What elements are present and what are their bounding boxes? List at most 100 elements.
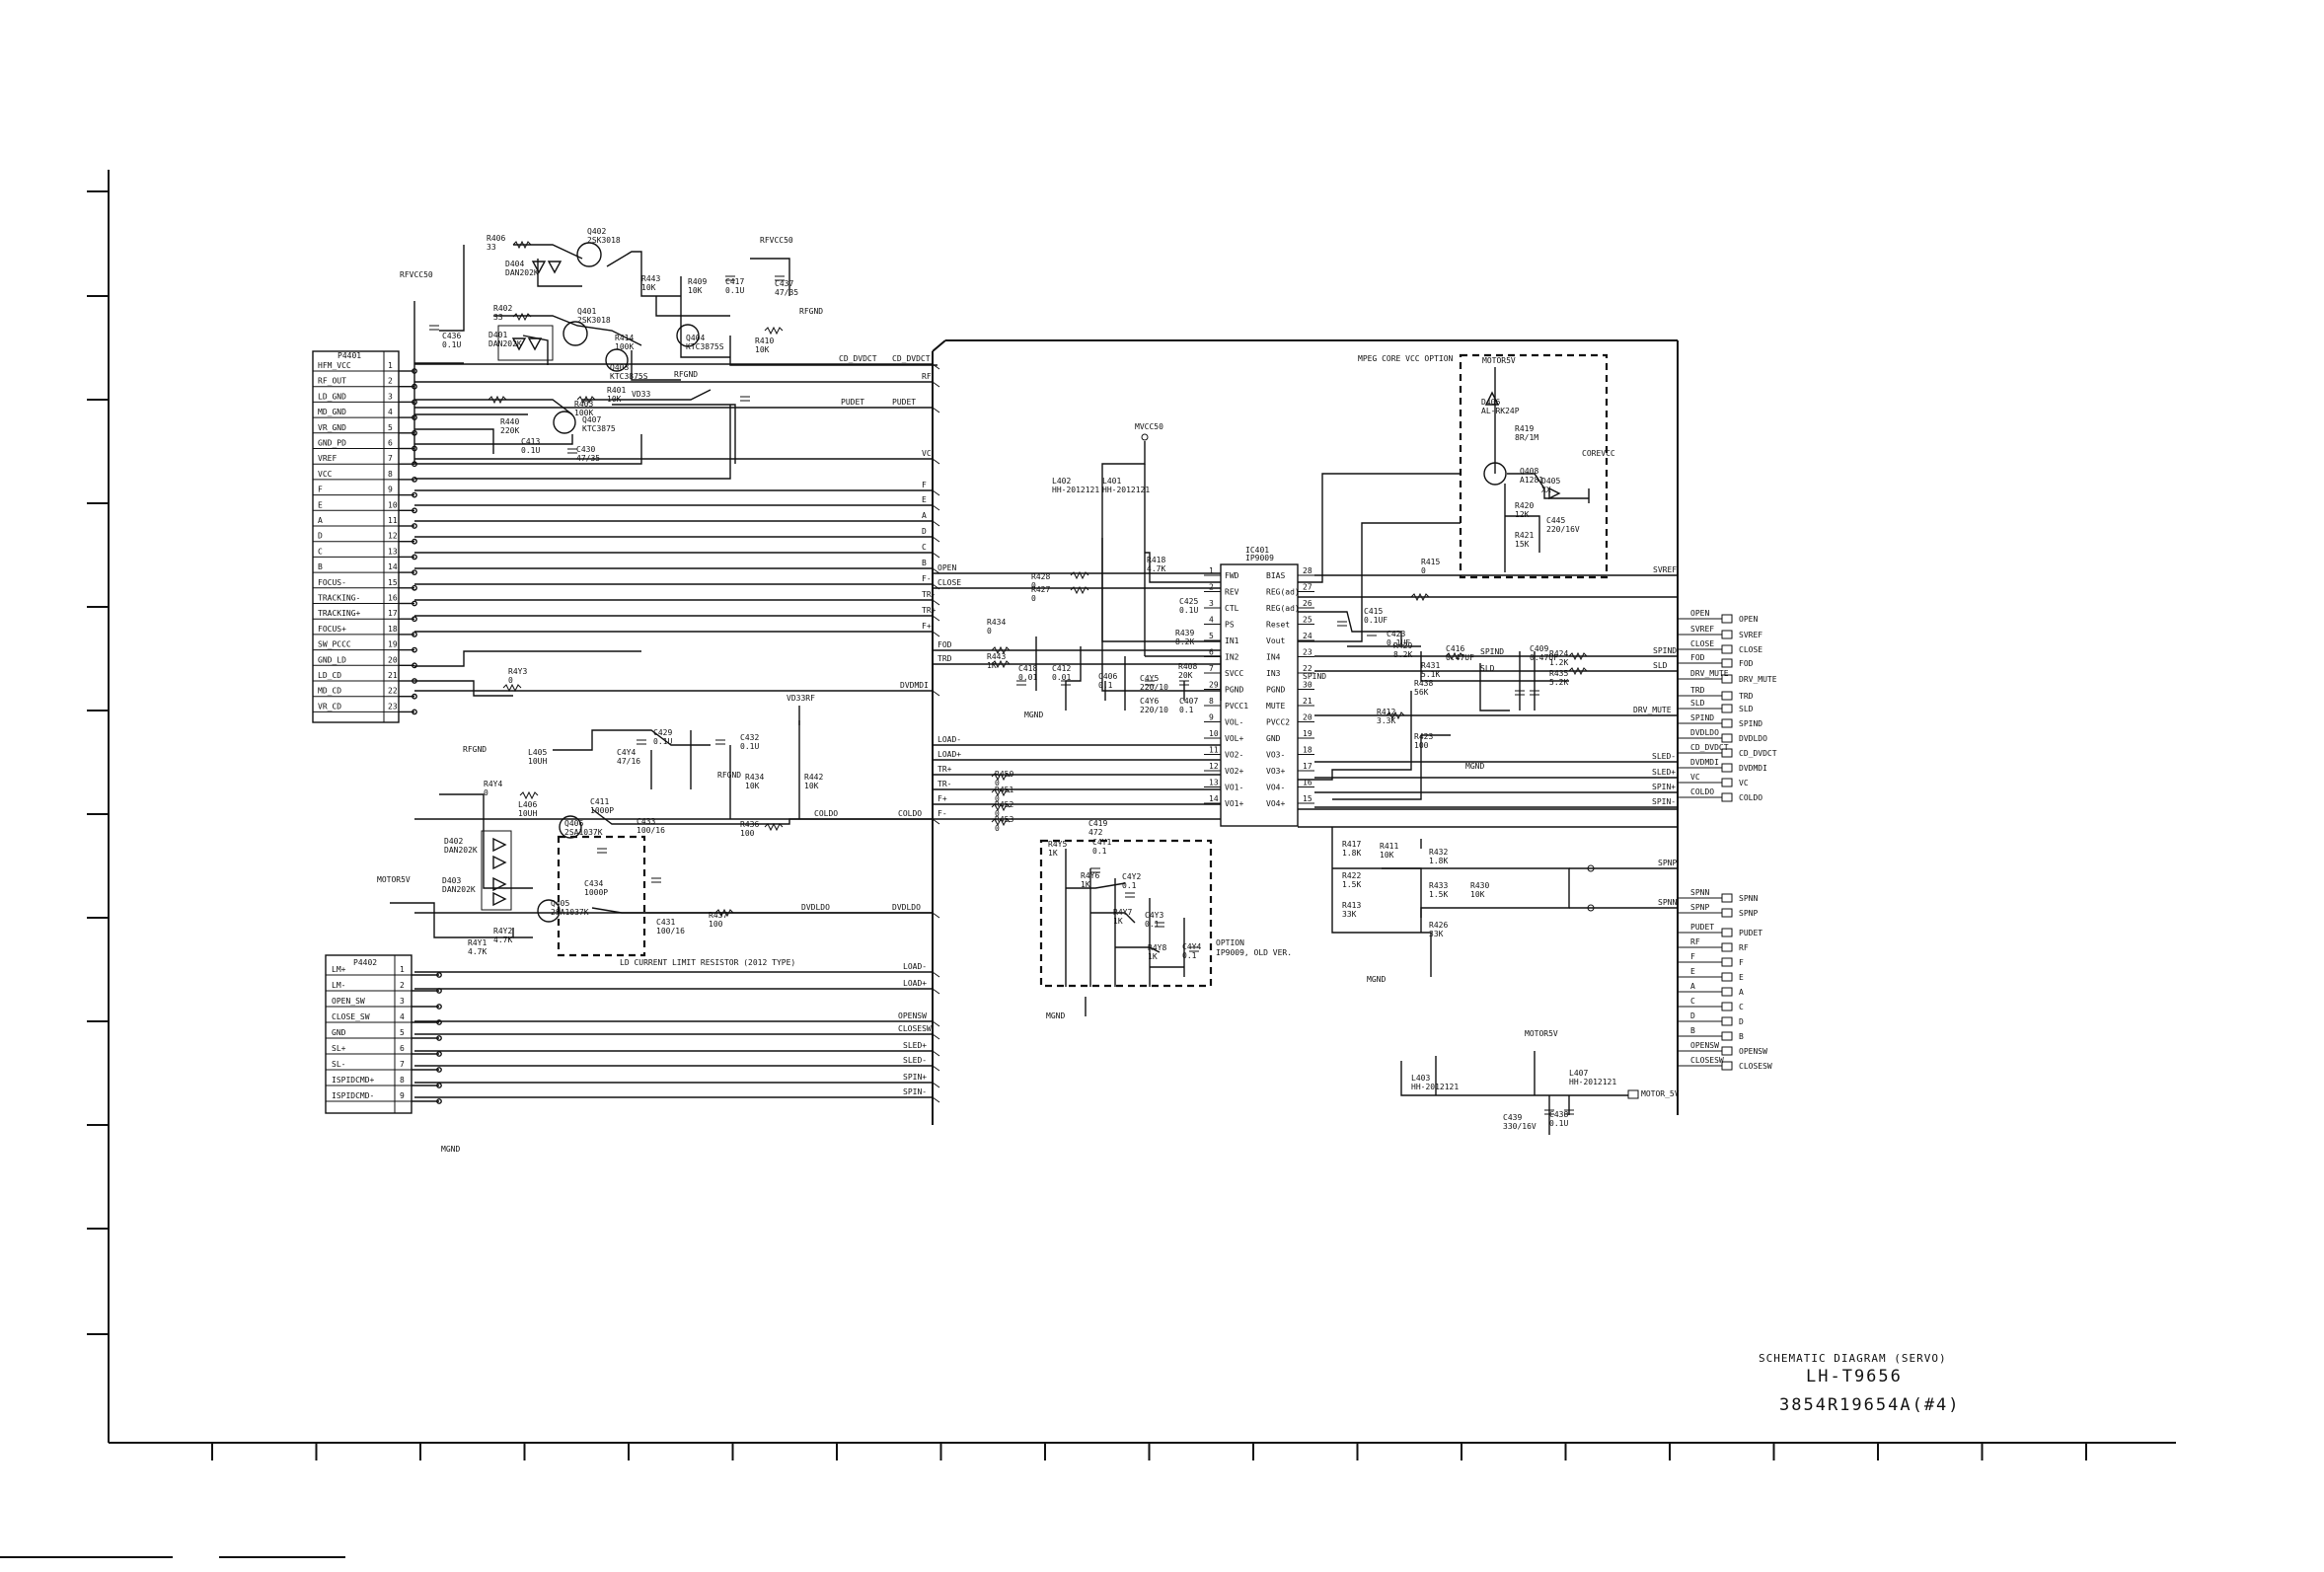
ic-right-pin-number: 23 <box>1303 648 1312 657</box>
part-value-label: 2SK3018 <box>577 316 611 325</box>
part-ref-label: Q401 <box>577 307 596 316</box>
part-ref-label: D402 <box>444 837 463 846</box>
right-connector-tag: B <box>1739 1032 1744 1041</box>
part-value-label: 10K <box>1470 890 1485 899</box>
part-value-label: 0.1 <box>1092 847 1107 856</box>
part-ref-label: C407 <box>1179 697 1198 706</box>
board-entry-label: LOAD- <box>937 735 961 744</box>
part-value-label: 0 <box>1421 566 1426 575</box>
part-value-label: 5.2K <box>1549 678 1568 687</box>
p4401-pin-number: 4 <box>388 408 393 416</box>
ic-left-pin-name: VO1- <box>1225 784 1243 792</box>
part-value-label: 0 <box>995 824 1000 833</box>
part-value-label: 10UH <box>528 757 547 766</box>
board-entry-label: OPEN <box>937 563 956 572</box>
ic-left-pin-number: 10 <box>1209 729 1219 738</box>
mid-net-label: COLDO <box>898 809 922 818</box>
part-ref-label: R428 <box>1031 572 1050 581</box>
mid-net-label: CLOSESW <box>898 1024 932 1033</box>
part-value-label: 0.1U <box>725 286 744 295</box>
right-connector-label: DRV_MUTE <box>1690 669 1729 678</box>
corevcc-label: COREVCC <box>1582 449 1615 458</box>
part-ref-label: D406 <box>1481 398 1500 407</box>
p4401-pin-label: A <box>318 516 323 525</box>
motor5v-label-a: MOTOR5V <box>1482 356 1516 365</box>
part-ref-label: C416 <box>1446 644 1464 653</box>
part-ref-label: R443 <box>987 652 1006 661</box>
part-value-label: 0.1 <box>1145 920 1160 929</box>
right-connector-tag: PUDET <box>1739 929 1762 937</box>
part-ref-label: R417 <box>1342 840 1361 849</box>
part-ref-label: C434 <box>584 879 603 888</box>
p4401-pin-number: 17 <box>388 609 398 618</box>
mvcc50-label: MVCC50 <box>1135 422 1163 431</box>
ic-right-pin-number: 16 <box>1303 779 1312 787</box>
part-value-label: 8.2K <box>1175 637 1194 646</box>
rfgnd-c: RFGND <box>799 307 823 316</box>
option-box-wiring <box>1065 849 1185 1016</box>
part-ref-label: R415 <box>1421 558 1440 566</box>
part-ref-label: Q404 <box>686 334 705 342</box>
mid-net-label: OPENSW <box>898 1011 927 1020</box>
right-connector-label: F <box>1690 952 1695 961</box>
ic-left-pin-name: IN2 <box>1225 653 1239 662</box>
p4401-pin-label: VCC <box>318 470 333 479</box>
part-value-label: 5.1K <box>1421 670 1440 679</box>
right-connector-tag: CLOSE <box>1739 645 1762 654</box>
ic-left-pin-number: 11 <box>1209 746 1219 755</box>
right-connector-label: FOD <box>1690 653 1705 662</box>
p4402-title: P4402 <box>353 958 377 967</box>
mid-net-label: RF <box>922 372 932 381</box>
board-entry-label: TRD <box>937 654 952 663</box>
ic-left-pin-number: 29 <box>1209 681 1219 690</box>
part-ref-label: L401 <box>1102 477 1121 486</box>
part-value-label: 100 <box>709 920 723 929</box>
right-connector-label: PUDET <box>1690 923 1714 932</box>
ic-right-pin-name: BIAS <box>1266 571 1285 580</box>
mvcc-supply <box>1035 433 1222 711</box>
ic-right-pin-number: 24 <box>1303 632 1312 640</box>
right-connector-tag: SPNP <box>1739 909 1758 918</box>
right-connector-tag: C <box>1739 1003 1744 1011</box>
part-value-label: HH-2012121 <box>1569 1078 1616 1086</box>
ic-left-pin-number: 13 <box>1209 779 1219 787</box>
ic-left-pin-name: PS <box>1225 621 1235 630</box>
option-label-2: IP9009, OLD VER. <box>1216 948 1292 957</box>
board-entry-label: LOAD+ <box>937 750 961 759</box>
ic-right-pin-number: 18 <box>1303 746 1312 755</box>
part-ref-label: C413 <box>521 437 540 446</box>
part-ref-label: C432 <box>740 733 759 742</box>
part-value-label: 10K <box>804 782 819 790</box>
ic-output-net-label: SPIN+ <box>1652 783 1676 791</box>
mgnd-a: MGND <box>1046 1011 1065 1020</box>
mid-net-labels: CD_DVDCTRFPUDETVCFEADCBF-TR-TR+F+DVDMDIC… <box>892 354 961 1096</box>
part-value-label: 0 <box>995 809 1000 818</box>
part-ref-label: R429 <box>1393 641 1412 650</box>
ic-right-pin-name: IN3 <box>1266 669 1281 678</box>
board-entry-label: FOD <box>937 640 952 649</box>
right-connector-tag: A <box>1739 988 1744 997</box>
part-ref-label: R442 <box>804 773 823 782</box>
part-value-label: 3.3K <box>1377 716 1395 725</box>
part-value-label: 4.7K <box>1147 564 1165 573</box>
part-ref-label: R4Y5 <box>1048 840 1067 849</box>
p4401-pin-number: 7 <box>388 454 393 463</box>
ic-right-pin-name: Vout <box>1266 636 1285 645</box>
p4402-pin-label: GND <box>332 1028 346 1037</box>
part-ref-label: Q406 <box>564 819 583 828</box>
part-value-label: 0.1U <box>653 737 672 746</box>
ic-right-pin-number: 17 <box>1303 762 1312 771</box>
part-ref-label: C4Y1 <box>1092 838 1111 847</box>
ic-right-pin-name: Reset <box>1266 621 1290 630</box>
part-ref-label: R452 <box>995 800 1013 809</box>
p4401-pin-number: 20 <box>388 655 398 664</box>
ic-left-pin-name: VOL+ <box>1225 734 1243 743</box>
part-value-label: 33K <box>1342 910 1357 919</box>
mid-net-label: LOAD- <box>903 962 927 971</box>
part-ref-label: C438 <box>1549 1110 1568 1119</box>
p4401-pin-label: B <box>318 562 323 571</box>
part-ref-label: R414 <box>615 334 634 342</box>
part-ref-label: R410 <box>755 337 774 345</box>
part-ref-label: L406 <box>518 800 537 809</box>
